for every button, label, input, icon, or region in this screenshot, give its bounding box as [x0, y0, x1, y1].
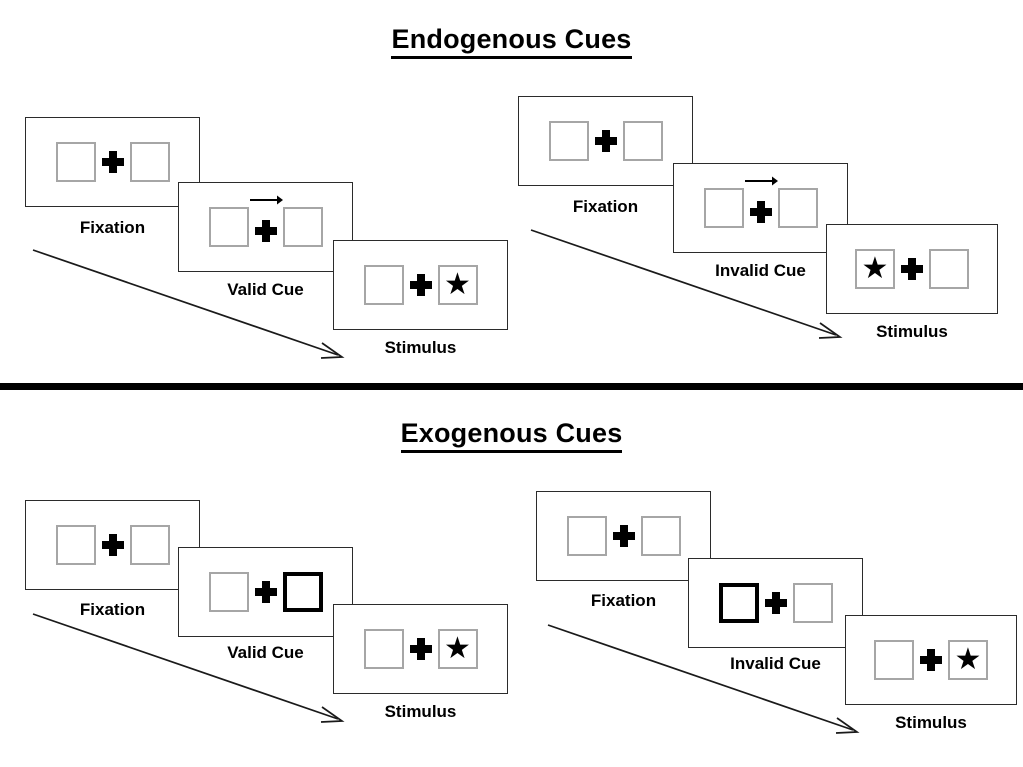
- frame-exogenous-valid-fixation: [25, 500, 200, 590]
- frame-content: [703, 176, 818, 228]
- frame-content: [55, 142, 170, 182]
- fixation-cross-icon: [607, 516, 641, 556]
- frame-label-endogenous-invalid-cue: Invalid Cue: [715, 261, 806, 280]
- fixation-cross-icon: [404, 629, 438, 669]
- frame-endogenous-valid-cue: [178, 182, 353, 272]
- frame-label-exogenous-invalid-fixation: Fixation: [590, 591, 657, 610]
- left-target-box: [208, 207, 249, 247]
- star-icon: ★: [444, 632, 471, 665]
- fixation-cross-icon: [404, 265, 438, 305]
- frame-content: [55, 525, 170, 565]
- right-target-box: [640, 516, 681, 556]
- frame-content: ★: [363, 265, 478, 305]
- frame-exogenous-invalid-stimulus: ★: [845, 615, 1017, 705]
- left-target-box: [566, 516, 607, 556]
- frame-content: [208, 572, 323, 612]
- frame-label-endogenous-invalid-fixation: Fixation: [572, 197, 639, 216]
- frame-label-endogenous-invalid-stimulus: Stimulus: [876, 322, 948, 341]
- frame-label-exogenous-invalid-stimulus: Stimulus: [895, 713, 967, 732]
- section-divider: [0, 383, 1023, 390]
- frame-exogenous-invalid-cue: [688, 558, 863, 648]
- frame-label-exogenous-valid-fixation: Fixation: [79, 600, 146, 619]
- fixation-cross-icon: [96, 525, 130, 565]
- frame-label-endogenous-valid-cue: Valid Cue: [227, 280, 304, 299]
- frame-label-exogenous-invalid-cue: Invalid Cue: [730, 654, 821, 673]
- left-target-box: [55, 525, 96, 565]
- frame-label-exogenous-valid-cue: Valid Cue: [227, 643, 304, 662]
- left-target-box: [363, 629, 404, 669]
- left-target-box: [208, 572, 249, 612]
- star-icon: ★: [861, 252, 889, 285]
- fixation-cross-icon: [759, 583, 793, 623]
- left-target-box: [363, 265, 404, 305]
- frame-exogenous-valid-cue: [178, 547, 353, 637]
- right-target-box: ★: [437, 629, 478, 669]
- left-target-box: [703, 188, 744, 228]
- frame-content: [718, 583, 833, 623]
- frame-content: ★: [874, 640, 988, 680]
- right-target-box: [622, 121, 663, 161]
- frame-content: [208, 195, 323, 247]
- right-target-box: [777, 188, 818, 228]
- frame-label-endogenous-valid-stimulus: Stimulus: [384, 338, 457, 357]
- frame-content: ★: [855, 249, 969, 289]
- right-target-box: ★: [948, 640, 988, 680]
- fixation-cross-icon: [914, 640, 948, 680]
- frame-content: [566, 516, 681, 556]
- right-target-box: ★: [437, 265, 478, 305]
- left-target-box: [548, 121, 589, 161]
- frame-endogenous-invalid-cue: [673, 163, 848, 253]
- frame-label-exogenous-valid-stimulus: Stimulus: [384, 702, 457, 721]
- frame-exogenous-invalid-fixation: [536, 491, 711, 581]
- frame-endogenous-valid-fixation: [25, 117, 200, 207]
- section-heading-exogenous-text: Exogenous Cues: [400, 418, 623, 453]
- fixation-cross-icon: [249, 195, 283, 247]
- star-icon: ★: [444, 268, 471, 301]
- right-target-box: [129, 525, 170, 565]
- frame-exogenous-valid-stimulus: ★: [333, 604, 508, 694]
- frame-endogenous-valid-stimulus: ★: [333, 240, 508, 330]
- left-target-box: [874, 640, 914, 680]
- left-target-box-cued: [718, 583, 759, 623]
- right-target-box: [792, 583, 833, 623]
- section-heading-endogenous-text: Endogenous Cues: [391, 24, 632, 59]
- right-target-box: [929, 249, 969, 289]
- section-heading-endogenous: Endogenous Cues: [0, 24, 1023, 59]
- section-heading-exogenous: Exogenous Cues: [0, 418, 1023, 453]
- fixation-cross-icon: [589, 121, 623, 161]
- frame-endogenous-invalid-fixation: [518, 96, 693, 186]
- fixation-cross-icon: [249, 572, 283, 612]
- left-target-box: [55, 142, 96, 182]
- fixation-cross-icon: [895, 249, 929, 289]
- frame-content: ★: [363, 629, 478, 669]
- frame-label-endogenous-valid-fixation: Fixation: [79, 218, 146, 237]
- arrow-right-icon: [744, 176, 778, 186]
- right-target-box: [282, 207, 323, 247]
- arrow-right-icon: [249, 195, 283, 205]
- star-icon: ★: [954, 643, 982, 676]
- fixation-cross-icon: [744, 176, 778, 228]
- left-target-box: ★: [855, 249, 895, 289]
- frame-content: [548, 121, 663, 161]
- right-target-box: [129, 142, 170, 182]
- fixation-cross-icon: [96, 142, 130, 182]
- right-target-box-cued: [282, 572, 323, 612]
- frame-endogenous-invalid-stimulus: ★: [826, 224, 998, 314]
